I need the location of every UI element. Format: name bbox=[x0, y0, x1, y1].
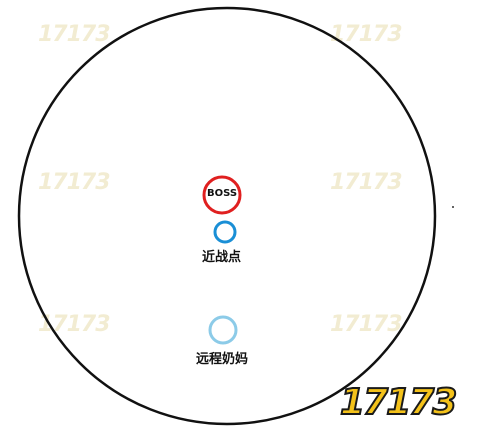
boss-label: BOSS bbox=[206, 188, 238, 199]
boss-marker bbox=[202, 175, 242, 215]
melee-point-label: 近战点 bbox=[202, 250, 242, 265]
stray-dot bbox=[452, 206, 454, 208]
watermark-logo: 17173 bbox=[38, 170, 111, 195]
watermark-logo: 17173 bbox=[330, 170, 403, 195]
ranged-healer-label: 远程奶妈 bbox=[196, 352, 249, 367]
watermark-logo-main: 17173 bbox=[339, 381, 458, 424]
ranged-healer-marker bbox=[208, 315, 238, 345]
watermark-logo: 17173 bbox=[330, 312, 403, 337]
arena-circle bbox=[17, 6, 437, 426]
melee-point-marker bbox=[213, 220, 237, 244]
watermark-logo: 17173 bbox=[38, 22, 111, 47]
